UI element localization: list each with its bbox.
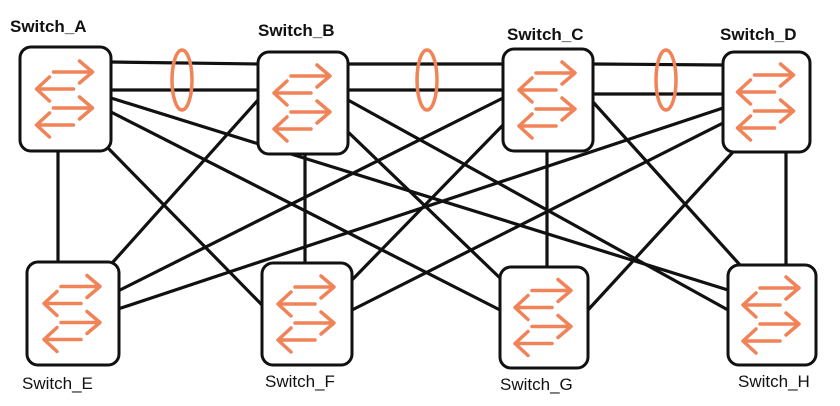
switch-label-b: Switch_B: [258, 21, 335, 40]
switch-box: [726, 263, 818, 367]
link-d-e: [119, 106, 725, 310]
switch-box: [18, 45, 113, 153]
bidirectional-arrows-icon: [741, 275, 801, 355]
switch-box: [25, 260, 121, 367]
bidirectional-arrows-icon: [735, 62, 796, 142]
link-a-h: [109, 96, 730, 292]
link-c-e: [118, 96, 505, 292]
member-link: [109, 60, 260, 66]
link-d-g: [586, 150, 735, 312]
labels-layer: Switch_A Switch_B Switch_C Switch_D Switch_E…: [10, 17, 810, 394]
links-layer: [56, 96, 788, 312]
bidirectional-arrows-icon: [272, 63, 332, 143]
bidirectional-arrows-icon: [34, 59, 95, 139]
switch-d[interactable]: [721, 50, 812, 154]
bidirectional-arrows-icon: [276, 274, 336, 354]
switch-a[interactable]: [18, 45, 113, 153]
link-a-f: [107, 147, 264, 307]
switch-label-a: Switch_A: [10, 17, 87, 36]
link-b-e: [111, 98, 260, 264]
switch-e[interactable]: [25, 260, 121, 367]
switch-g[interactable]: [498, 265, 590, 370]
switch-label-g: Switch_G: [500, 375, 573, 394]
switch-f[interactable]: [260, 261, 354, 367]
switch-label-f: Switch_F: [265, 372, 335, 391]
bidirectional-arrows-icon: [517, 60, 577, 140]
link-d-f: [350, 121, 725, 312]
switch-box: [721, 50, 812, 154]
switch-b[interactable]: [256, 50, 350, 156]
link-c-h: [591, 100, 742, 267]
switch-box: [498, 265, 590, 370]
lag-rings-layer: [170, 48, 678, 112]
switch-box: [260, 261, 354, 367]
link-b-h: [346, 98, 730, 312]
aggregated-link-a-b: [109, 60, 260, 92]
switch-label-e: Switch_E: [22, 374, 93, 393]
switch-box: [501, 47, 595, 153]
bidirectional-arrows-icon: [42, 273, 102, 354]
link-c-f: [350, 123, 505, 282]
switch-box: [256, 50, 350, 156]
lag-ellipse-icon: [654, 48, 678, 112]
switch-label-c: Switch_C: [507, 25, 584, 44]
bidirectional-arrows-icon: [513, 277, 573, 358]
switch-h[interactable]: [726, 263, 818, 367]
link-b-g: [344, 128, 502, 280]
lag-ellipse-icon: [170, 48, 194, 112]
lag-ellipse-icon: [415, 48, 439, 112]
switch-label-d: Switch_D: [720, 25, 797, 44]
switches-layer: [18, 45, 818, 370]
switch-label-h: Switch_H: [738, 372, 810, 391]
aggregated-link-b-c: [346, 62, 505, 92]
switch-c[interactable]: [501, 47, 595, 153]
